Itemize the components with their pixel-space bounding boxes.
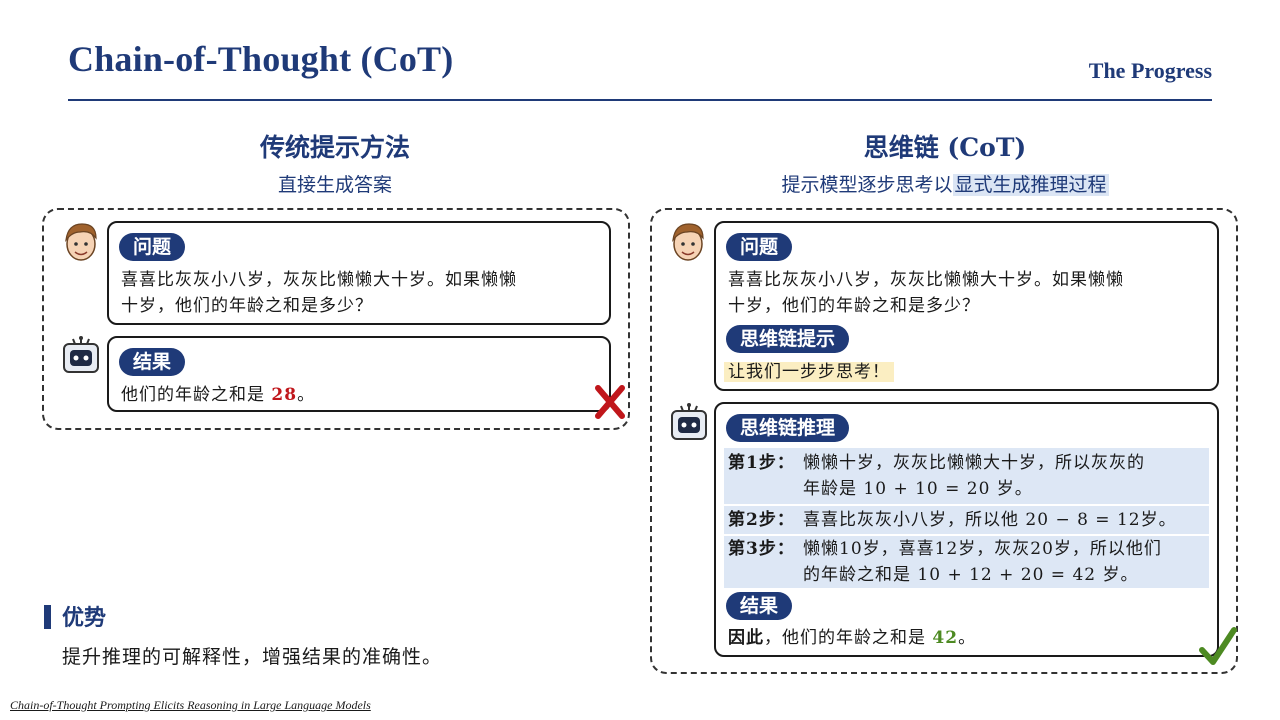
left-column-heading: 传统提示方法: [259, 133, 410, 162]
cot-prompt-label: 思维链提示: [726, 325, 850, 353]
right-result-value: 42: [932, 628, 959, 648]
user-avatar-icon: [65, 223, 97, 261]
right-question-bubble: 问题 喜喜比灰灰小八岁，灰灰比懒懒大十岁。如果懒懒 十岁，他们的年龄之和是多少？…: [714, 221, 1219, 391]
left-result-text: 他们的年龄之和是 28。: [121, 382, 315, 408]
right-question-label: 问题: [726, 233, 793, 261]
advantage-text: 提升推理的可解释性，增强结果的准确性。: [62, 646, 443, 668]
step-1-label: 第1步：: [728, 453, 795, 473]
left-result-label: 结果: [119, 348, 186, 376]
left-result-bubble: 结果 他们的年龄之和是 28。: [107, 336, 611, 412]
right-question-line2: 十岁，他们的年龄之和是多少？: [728, 296, 980, 316]
right-result-text: 因此，他们的年龄之和是 42。: [728, 625, 976, 651]
left-question-line2: 十岁，他们的年龄之和是多少？: [121, 296, 373, 316]
robot-avatar-icon: [63, 336, 99, 373]
slide-title: Chain-of-Thought (CoT): [68, 39, 454, 79]
right-result-label: 结果: [726, 592, 793, 620]
section-label: The Progress: [1088, 58, 1212, 83]
cot-prompt-panel: [650, 208, 1238, 674]
right-result-suffix: 。: [958, 628, 977, 648]
left-question-bubble: 问题 喜喜比灰灰小八岁，灰灰比懒懒大十岁。如果懒懒 十岁，他们的年龄之和是多少？: [107, 221, 611, 325]
step-2-line1: 喜喜比灰灰小八岁，所以他 20 − 8 = 12岁。: [803, 510, 1177, 530]
reasoning-step-1: 第1步： 懒懒十岁，灰灰比懒懒大十岁，所以灰灰的 年龄是 10 + 10 = 2…: [724, 448, 1209, 504]
reference-link[interactable]: Chain-of-Thought Prompting Elicits Reaso…: [10, 698, 371, 712]
check-mark-icon: [1199, 627, 1237, 665]
left-result-prefix: 他们的年龄之和是: [121, 385, 272, 405]
advantage-marker: [44, 605, 51, 629]
user-avatar-icon: [672, 223, 704, 261]
cross-mark-icon: [595, 385, 625, 419]
right-result-prefix: 因此: [728, 628, 764, 648]
left-column-subheading: 直接生成答案: [277, 174, 392, 196]
step-1-line2: 年龄是 10 + 10 = 20 岁。: [803, 479, 1033, 499]
left-question-line1: 喜喜比灰灰小八岁，灰灰比懒懒大十岁。如果懒懒: [121, 270, 517, 290]
robot-avatar-icon: [671, 403, 707, 440]
right-sub-highlight: 显式生成推理过程: [952, 174, 1109, 196]
left-result-value: 28: [271, 385, 298, 405]
right-column-subheading: 提示模型逐步思考以显式生成推理过程: [650, 170, 1240, 197]
step-1-line1: 懒懒十岁，灰灰比懒懒大十岁，所以灰灰的: [803, 453, 1145, 473]
cot-prompt-text: 让我们一步步思考！: [724, 359, 894, 385]
reasoning-step-2: 第2步： 喜喜比灰灰小八岁，所以他 20 − 8 = 12岁。: [724, 506, 1209, 534]
right-sub-plain: 提示模型逐步思考以: [781, 174, 953, 196]
traditional-prompt-panel: [42, 208, 630, 430]
right-result-mid: ，他们的年龄之和是: [764, 628, 933, 648]
advantage-title: 优势: [62, 605, 107, 631]
header-divider: [68, 99, 1212, 101]
right-column-heading: 思维链 (CoT): [863, 133, 1027, 162]
reasoning-step-3: 第3步： 懒懒10岁，喜喜12岁，灰灰20岁，所以他们 的年龄之和是 10 + …: [724, 536, 1209, 588]
step-3-line2: 的年龄之和是 10 + 12 + 20 = 42 岁。: [803, 565, 1139, 585]
left-question-label: 问题: [119, 233, 186, 261]
cot-prompt-highlight: 让我们一步步思考！: [724, 362, 894, 382]
step-3-line1: 懒懒10岁，喜喜12岁，灰灰20岁，所以他们: [803, 539, 1162, 559]
right-reasoning-bubble: 思维链推理 第1步： 懒懒十岁，灰灰比懒懒大十岁，所以灰灰的 年龄是 10 + …: [714, 402, 1219, 657]
right-question-line1: 喜喜比灰灰小八岁，灰灰比懒懒大十岁。如果懒懒: [728, 270, 1124, 290]
step-2-label: 第2步：: [728, 510, 795, 530]
cot-reasoning-label: 思维链推理: [726, 414, 850, 442]
left-result-suffix: 。: [297, 385, 316, 405]
step-3-label: 第3步：: [728, 539, 795, 559]
